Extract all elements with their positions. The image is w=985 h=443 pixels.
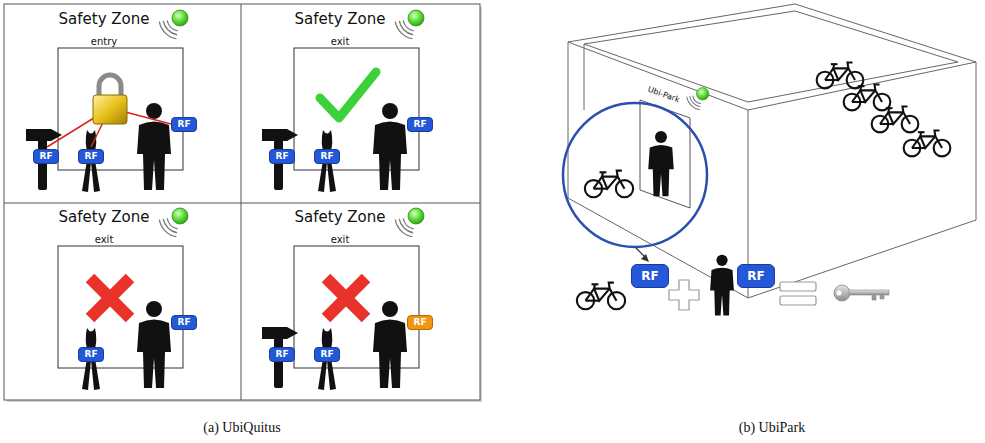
tag-text: RF — [413, 120, 426, 129]
person-icon — [373, 103, 407, 190]
equals-sign — [780, 282, 816, 291]
hammer-icon — [262, 129, 298, 190]
bicycle-icon — [872, 107, 919, 133]
beacon — [395, 208, 424, 237]
beacon — [159, 208, 188, 237]
zone-title: Safety Zone — [295, 11, 386, 28]
rf-tag: RF — [78, 149, 103, 164]
rf-tag: RF — [33, 149, 58, 164]
tag-text: RF — [747, 270, 764, 282]
bicycle-icon — [817, 63, 864, 89]
rf-tag: RF — [737, 264, 774, 288]
safety-zone-panel: Safety Zone entryRF RF RF — [6, 6, 242, 202]
cross-mark — [326, 278, 366, 318]
rf-tag: RF — [407, 117, 432, 132]
padlock — [93, 95, 127, 124]
rf-tag: RF — [269, 149, 294, 164]
tag-text: RF — [177, 120, 190, 129]
plus-sign — [669, 280, 699, 310]
zone-title: Safety Zone — [295, 209, 386, 226]
cross-mark — [326, 278, 366, 318]
tag-text: RF — [641, 270, 658, 282]
zoom-circle — [563, 103, 707, 247]
safety-zone-panel: Safety Zone exitRF RF RF — [242, 6, 478, 202]
rf-tag: RF — [407, 315, 432, 330]
cross-mark — [90, 278, 130, 318]
door — [640, 100, 690, 208]
zone-mode: exit — [95, 234, 114, 246]
beacon — [159, 10, 188, 39]
check-mark — [320, 72, 376, 118]
zone-mode: exit — [331, 36, 350, 48]
rf-tag: RF — [631, 264, 668, 288]
quadrant-art — [26, 10, 188, 192]
person-icon — [710, 255, 734, 316]
zone-mode: exit — [331, 234, 350, 246]
tag-text: RF — [320, 152, 333, 161]
rf-tag: RF — [314, 347, 339, 362]
tag-text: RF — [84, 152, 97, 161]
quadrant-art — [262, 10, 424, 192]
divider — [241, 4, 242, 400]
tag-text: RF — [275, 350, 288, 359]
quadrant-art — [262, 208, 424, 390]
key-icon — [834, 285, 889, 301]
beacon — [687, 88, 709, 110]
cross-mark — [90, 278, 130, 318]
zone-title: Safety Zone — [59, 11, 150, 28]
hammer-icon — [262, 327, 298, 388]
person-icon — [648, 131, 674, 196]
bicycle-icon — [577, 283, 625, 310]
safety-zone-panel: Safety Zone exitRF RF — [6, 204, 242, 400]
bicycle-icon — [585, 171, 633, 198]
zone-mode: entry — [91, 36, 117, 48]
safety-zone-panel: Safety Zone exitRF RF RF — [242, 204, 478, 400]
tag-text: RF — [413, 318, 426, 327]
zone-title: Safety Zone — [59, 209, 150, 226]
person-icon — [137, 301, 171, 388]
subfigure-caption: (a) UbiQuitus — [203, 420, 280, 436]
tag-text: RF — [177, 318, 190, 327]
quadrant-art — [58, 208, 188, 390]
tag-text: RF — [320, 350, 333, 359]
subfigure-caption: (b) UbiPark — [739, 420, 806, 436]
hammer-icon — [26, 129, 62, 190]
rf-tag: RF — [78, 347, 103, 362]
rf-tag: RF — [314, 149, 339, 164]
rf-tag: RF — [171, 117, 196, 132]
panel-frame — [4, 4, 480, 400]
equals-sign — [780, 296, 816, 305]
person-icon — [373, 301, 407, 388]
tag-text: RF — [275, 152, 288, 161]
beacon — [395, 10, 424, 39]
tag-text: RF — [84, 350, 97, 359]
arrow-head — [641, 254, 649, 262]
divider — [4, 203, 480, 204]
rf-tag: RF — [269, 347, 294, 362]
tag-text: RF — [39, 152, 52, 161]
rf-tag: RF — [171, 315, 196, 330]
door-sign: Ubi-Park — [647, 85, 681, 105]
building — [568, 4, 976, 298]
bicycle-icon — [904, 131, 951, 157]
bicycle-icon — [844, 85, 891, 111]
